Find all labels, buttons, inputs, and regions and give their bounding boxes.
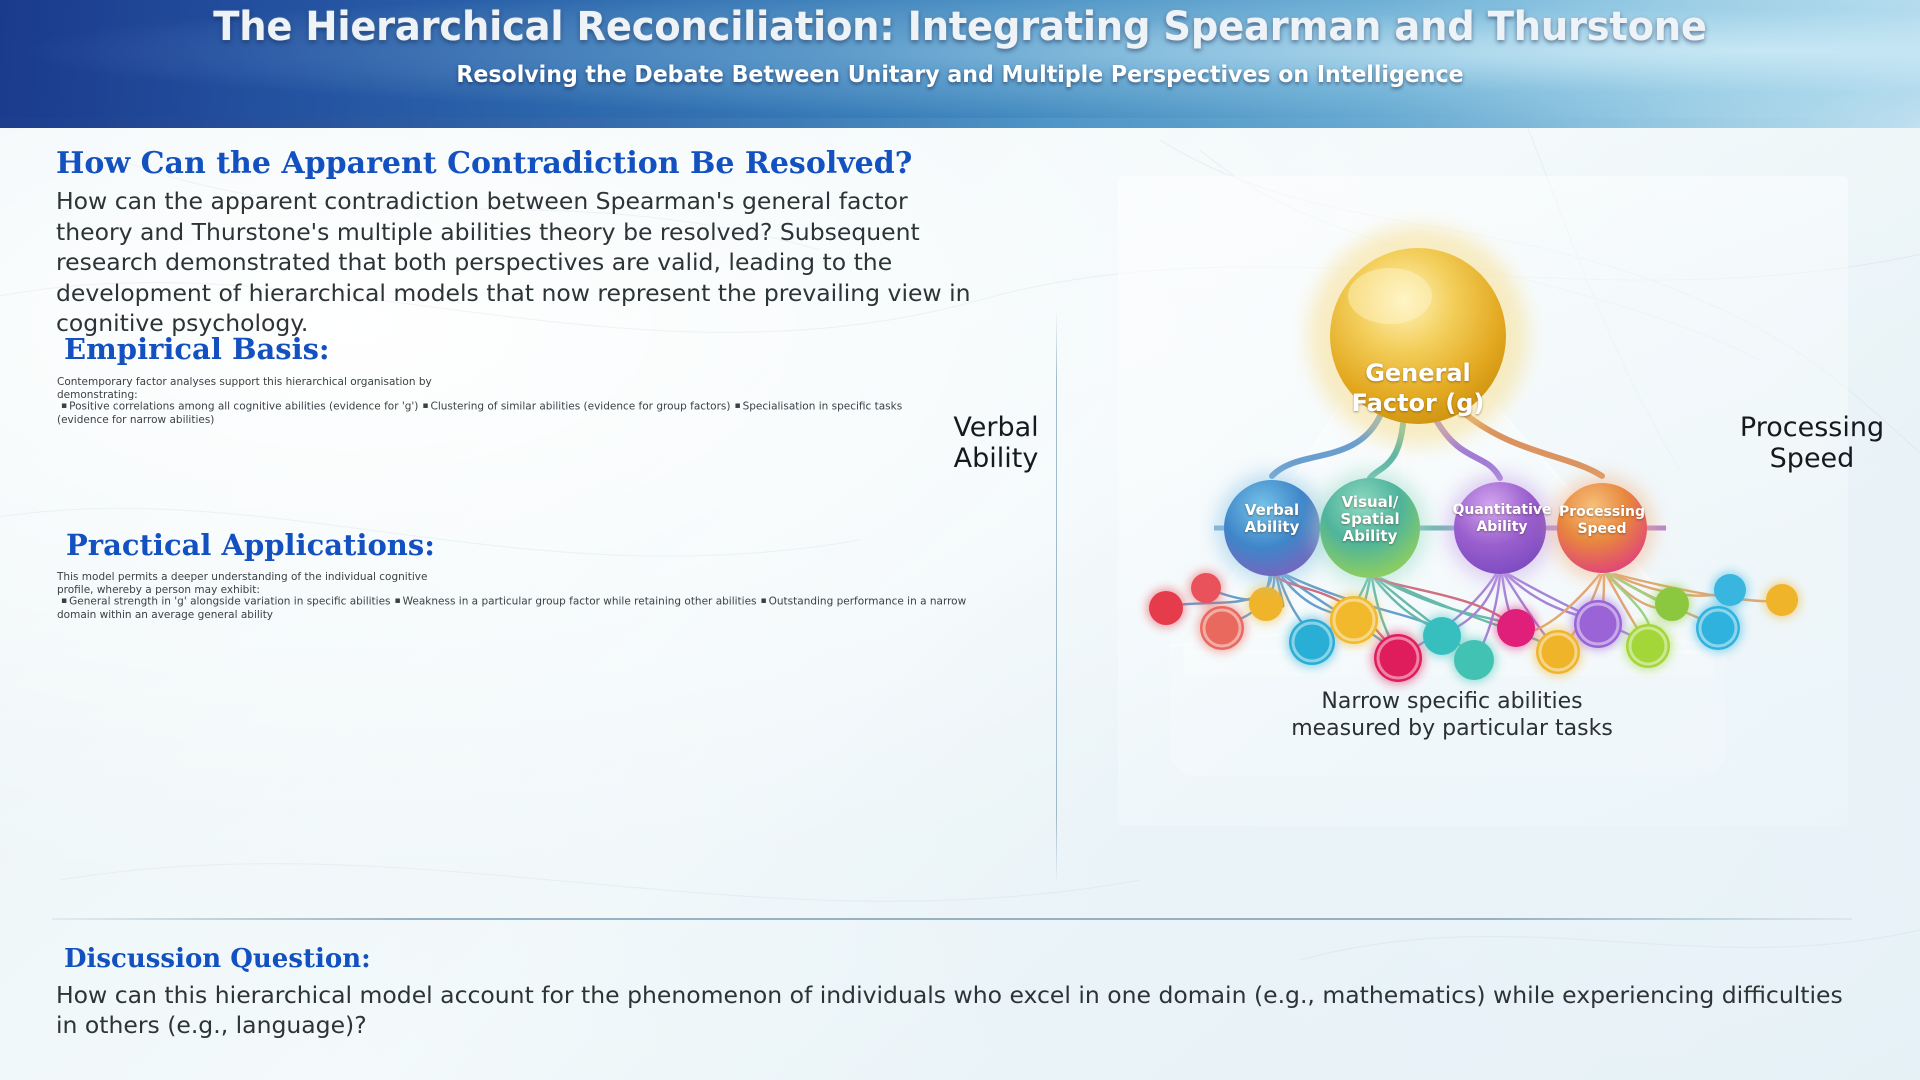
page-subtitle: Resolving the Debate Between Unitary and…: [456, 62, 1464, 88]
empirical-items-list: ▪Positive correlations among all cogniti…: [57, 400, 937, 427]
practical-lead-text: This model permits a deeper understandin…: [57, 571, 428, 596]
left-content-column: How Can the Apparent Contradiction Be Re…: [0, 128, 1060, 908]
bullet-icon: ▪: [422, 401, 429, 411]
empirical-lead-text: Contemporary factor analyses support thi…: [57, 376, 432, 401]
section-heading-resolution: How Can the Apparent Contradiction Be Re…: [56, 146, 913, 181]
discussion-question-text: How can this hierarchical model account …: [56, 981, 1843, 1039]
section-heading-practical-applications: Practical Applications:: [66, 528, 435, 562]
column-divider: [1056, 310, 1057, 885]
slide-header: The Hierarchical Reconciliation: Integra…: [0, 0, 1920, 128]
bullet-icon: ▪: [760, 596, 767, 606]
bullet-icon: ▪: [61, 401, 68, 411]
discussion-question-heading: Discussion Question:: [64, 944, 371, 974]
resolution-paragraph: How can the apparent contradiction betwe…: [56, 187, 971, 337]
empirical-item: Clustering of similar abilities (evidenc…: [430, 400, 731, 413]
section-heading-empirical-basis: Empirical Basis:: [64, 332, 330, 366]
empirical-item: Positive correlations among all cognitiv…: [69, 400, 419, 413]
page-title: The Hierarchical Reconciliation: Integra…: [213, 4, 1707, 50]
practical-item: Outstanding performance in a narrow doma…: [57, 595, 967, 621]
bullet-icon: ▪: [61, 596, 68, 606]
bullet-icon: ▪: [734, 401, 741, 411]
practical-items-list: ▪General strength in 'g' alongside varia…: [57, 595, 997, 622]
diagram-canvas: [1147, 226, 1800, 776]
group-factor-nodes: [1216, 470, 1654, 586]
empirical-item: Specialisation in specific tasks (eviden…: [57, 400, 903, 426]
general-factor-node: [1308, 226, 1528, 446]
narrow-ability-nodes: [1147, 571, 1800, 684]
practical-item: Weakness in a particular group factor wh…: [402, 595, 757, 608]
practical-item: General strength in 'g' alongside variat…: [69, 595, 391, 608]
bullet-icon: ▪: [394, 596, 401, 606]
section-divider: [52, 918, 1852, 920]
